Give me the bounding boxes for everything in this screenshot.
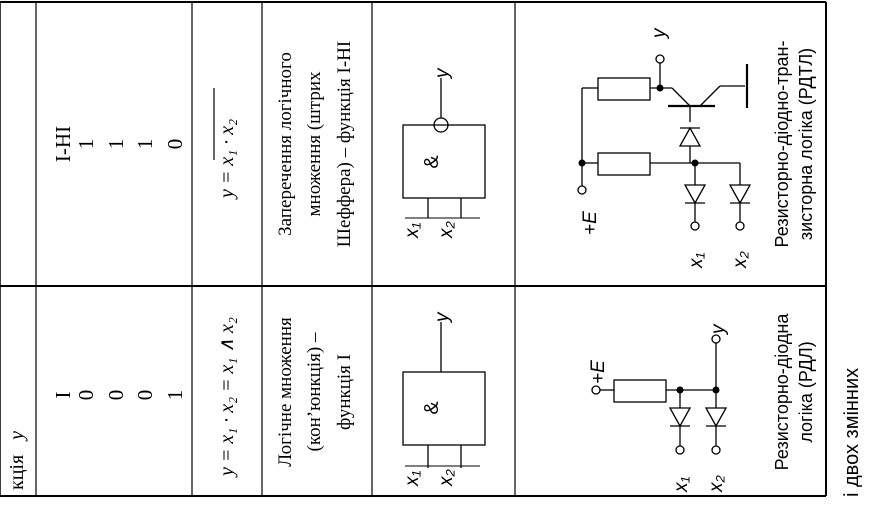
diode	[728, 184, 752, 205]
circuit-output-label: y	[649, 27, 670, 40]
circuit-input-label: x₁	[671, 477, 692, 494]
circuit-input-label: x₂	[730, 251, 751, 270]
truth-value: 0	[104, 390, 128, 401]
description-line: функція I	[334, 354, 355, 430]
transistor-emitter	[699, 85, 721, 107]
diode	[678, 126, 702, 147]
circuit-name-line: Резисторно-діодно-тран-	[772, 41, 792, 248]
diode	[704, 407, 728, 428]
input-terminal	[675, 445, 685, 455]
circuit-input-label: x₁	[686, 253, 707, 270]
circuit-supply-label: +E	[580, 211, 601, 235]
description-line: множення (штрих	[304, 71, 325, 217]
column-name-nand: I-НІ	[51, 126, 75, 162]
resistor	[597, 77, 651, 101]
circuit-name-line: логіка (РДЛ)	[796, 341, 816, 442]
circuit-name-line: Резисторно-діодна	[772, 313, 792, 471]
function-variable: y	[6, 431, 28, 442]
gate-input-label: x₁	[402, 223, 423, 240]
gate-output-label: y	[432, 311, 453, 324]
formula-nand-rhs: x₁ · x₂	[216, 119, 238, 167]
truth-value: 0	[133, 390, 157, 401]
circuit-name-nand: Резисторно-діодно-тран- зисторна логіка …	[772, 41, 816, 248]
gate-body	[402, 124, 486, 199]
description-line: (кон’юнкція) –	[304, 332, 325, 451]
circuit-name-and: Резисторно-діодна логіка (РДЛ)	[772, 313, 816, 471]
diode	[668, 407, 692, 428]
output-terminal	[711, 334, 721, 344]
function-label: кція	[6, 455, 28, 490]
gate-input-label: x₂	[436, 221, 457, 240]
transistor-collector	[671, 87, 691, 107]
truth-value: 1	[74, 139, 98, 150]
svg-text:y = x₁ · x₂: y = x₁ · x₂	[216, 119, 238, 200]
truth-value: 1	[104, 139, 128, 150]
gate-body	[402, 371, 486, 446]
gate-input-label: x₁	[402, 471, 423, 488]
truth-values-and: 0 0 0 1	[74, 390, 187, 401]
description-and: Логічне множення (кон’юнкція) – функція …	[275, 317, 355, 467]
truth-value: 0	[74, 390, 98, 401]
input-terminal	[735, 221, 745, 231]
rdl-circuit	[591, 334, 728, 455]
truth-value: 1	[163, 390, 187, 401]
svg-text:кція y: кція y	[6, 431, 28, 490]
truth-values-nand: 1 1 1 0	[74, 139, 187, 150]
circuit-name-line: зисторна логіка (РДТЛ)	[796, 48, 816, 240]
formula-nand-lhs: y =	[216, 166, 238, 200]
diode	[683, 184, 707, 205]
formula-nand: y = x₁ · x₂	[213, 88, 238, 200]
column-name-and: I	[51, 392, 75, 399]
circuit-input-label: x₂	[706, 475, 727, 494]
circuit-output-label: y	[708, 323, 729, 336]
input-terminal	[711, 445, 721, 455]
supply-terminal	[591, 385, 601, 395]
output-terminal	[655, 54, 665, 64]
and-gate-symbol	[402, 322, 486, 468]
gate-symbol: &	[421, 155, 443, 169]
rdtl-circuit	[577, 54, 752, 231]
function-header: кція y	[6, 431, 28, 490]
resistor	[613, 379, 667, 403]
truth-value: 1	[133, 139, 157, 150]
nand-gate-symbol	[402, 78, 486, 218]
table-grid	[0, 1, 827, 497]
rdl-junctions	[676, 386, 720, 394]
gate-input-label: x₂	[436, 469, 457, 488]
supply-terminal	[577, 185, 587, 195]
rdtl-junctions	[578, 84, 699, 167]
description-line: Шеффера) – функція I-НІ	[334, 41, 355, 247]
circuit-supply-label: +E	[588, 360, 609, 384]
formula-and: y = x₁ · x₂ = x₁ ∧ x₂	[216, 317, 238, 478]
truth-value: 0	[163, 139, 187, 150]
table-caption: і двох змінних	[841, 368, 863, 497]
gate-symbol: &	[421, 401, 443, 415]
input-terminal	[690, 221, 700, 231]
gate-output-label: y	[432, 67, 453, 80]
description-line: Заперечення логічного	[275, 52, 296, 236]
resistor	[597, 152, 651, 176]
description-nand: Заперечення логічного множення (штрих Ше…	[275, 41, 355, 247]
description-line: Логічне множення	[275, 317, 296, 467]
